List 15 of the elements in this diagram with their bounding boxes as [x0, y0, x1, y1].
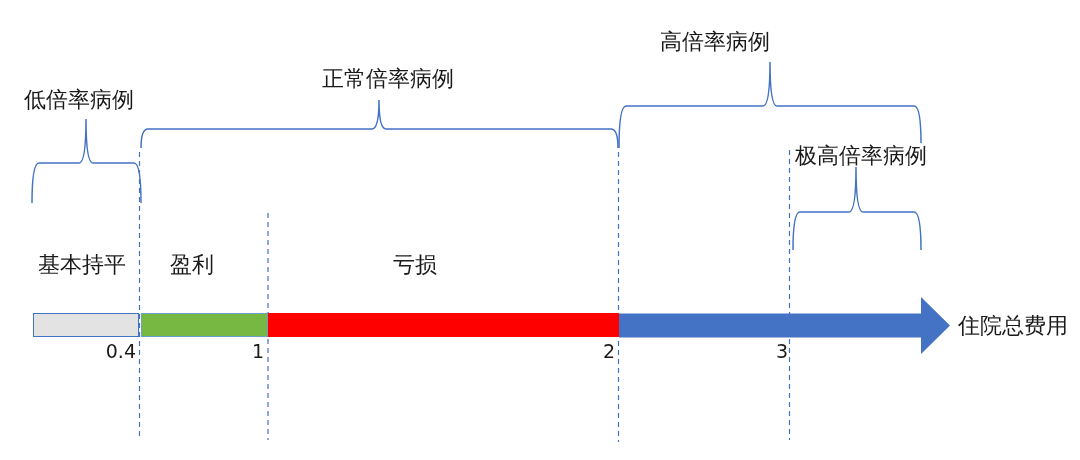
segment-label: 盈利	[170, 252, 214, 278]
tick-label: 2	[602, 341, 616, 363]
tick-label: 1	[251, 341, 265, 363]
brace-label: 高倍率病例	[660, 29, 770, 55]
segment-label: 基本持平	[38, 252, 126, 278]
tick-label: 0.4	[105, 341, 136, 363]
brace-label: 极高倍率病例	[795, 143, 927, 169]
segment-label: 亏损	[393, 252, 437, 278]
bar-segment	[268, 313, 619, 337]
bar-segment	[141, 313, 268, 337]
axis-label: 住院总费用	[958, 313, 1068, 339]
brace-label: 低倍率病例	[24, 87, 134, 113]
tick-label: 3	[775, 341, 789, 363]
brace-label: 正常倍率病例	[322, 66, 454, 92]
bar-segment	[33, 313, 139, 337]
